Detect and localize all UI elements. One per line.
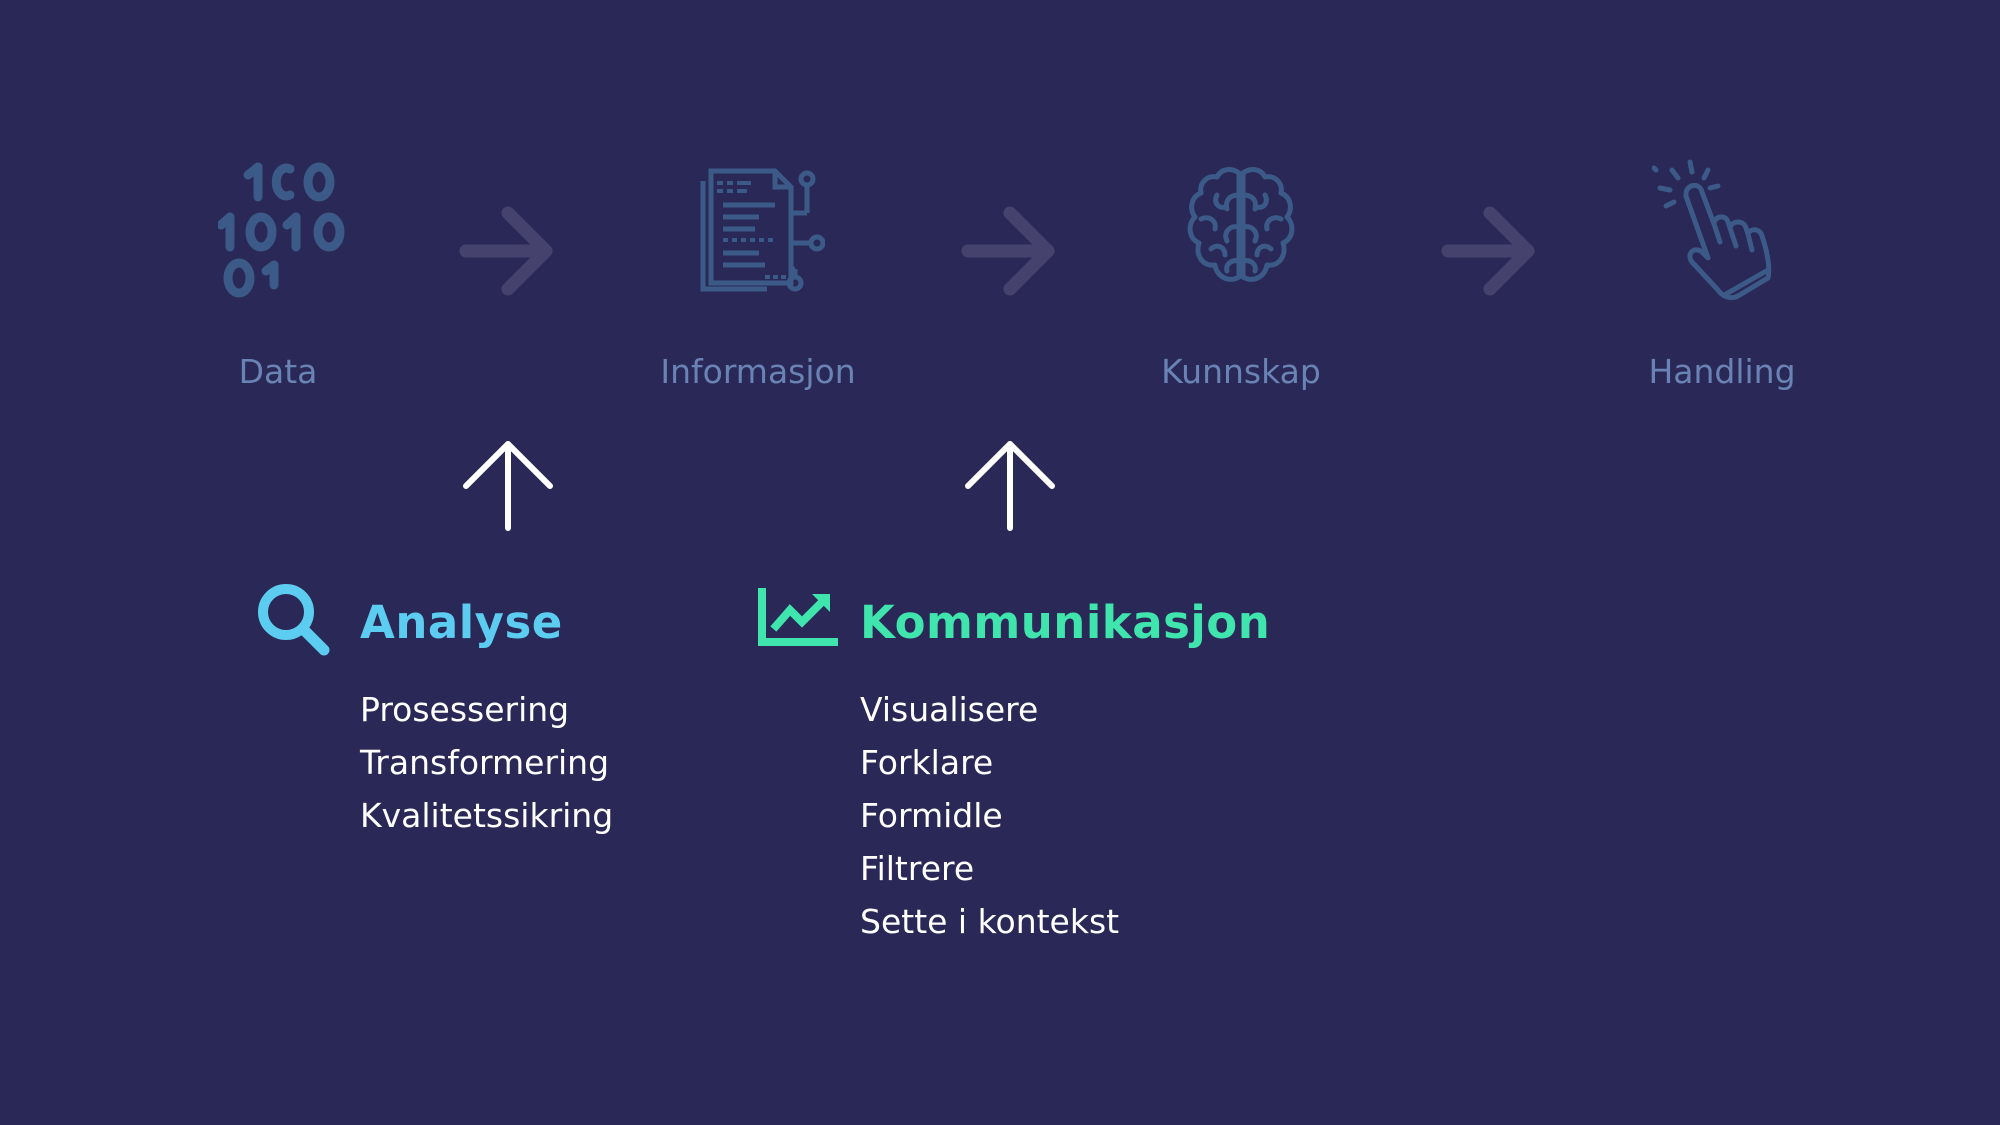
list-item: Filtrere — [860, 849, 975, 888]
binary-icon — [216, 155, 348, 305]
list-item: Kvalitetssikring — [360, 796, 614, 835]
magnifier-icon — [254, 580, 334, 660]
flow-arrow-icon — [960, 200, 1060, 300]
pointer-hand-icon — [1651, 158, 1792, 303]
stage-label-informasjon: Informasjon — [660, 352, 856, 391]
list-item: Prosessering — [360, 690, 570, 729]
line-chart-icon — [758, 586, 838, 648]
list-item: Transformering — [360, 743, 610, 782]
kommunikasjon-title: Kommunikasjon — [860, 596, 1271, 649]
kommunikasjon-list: Visualisere Forklare Formidle Filtrere S… — [860, 683, 1119, 948]
up-arrow-icon — [458, 436, 558, 536]
flow-arrow-icon — [1440, 200, 1540, 300]
flow-arrow-icon — [458, 200, 558, 300]
document-icon — [695, 165, 826, 295]
list-item: Visualisere — [860, 690, 1039, 729]
list-item: Forklare — [860, 743, 994, 782]
stage-label-handling: Handling — [1648, 352, 1796, 391]
analyse-title: Analyse — [360, 596, 563, 649]
stage-label-data: Data — [238, 352, 318, 391]
analyse-list: Prosessering Transformering Kvalitetssik… — [360, 683, 613, 842]
stage-label-kunnskap: Kunnskap — [1161, 352, 1321, 391]
up-arrow-icon — [960, 436, 1060, 536]
list-item: Sette i kontekst — [860, 902, 1120, 941]
list-item: Formidle — [860, 796, 1003, 835]
brain-icon — [1185, 165, 1297, 290]
